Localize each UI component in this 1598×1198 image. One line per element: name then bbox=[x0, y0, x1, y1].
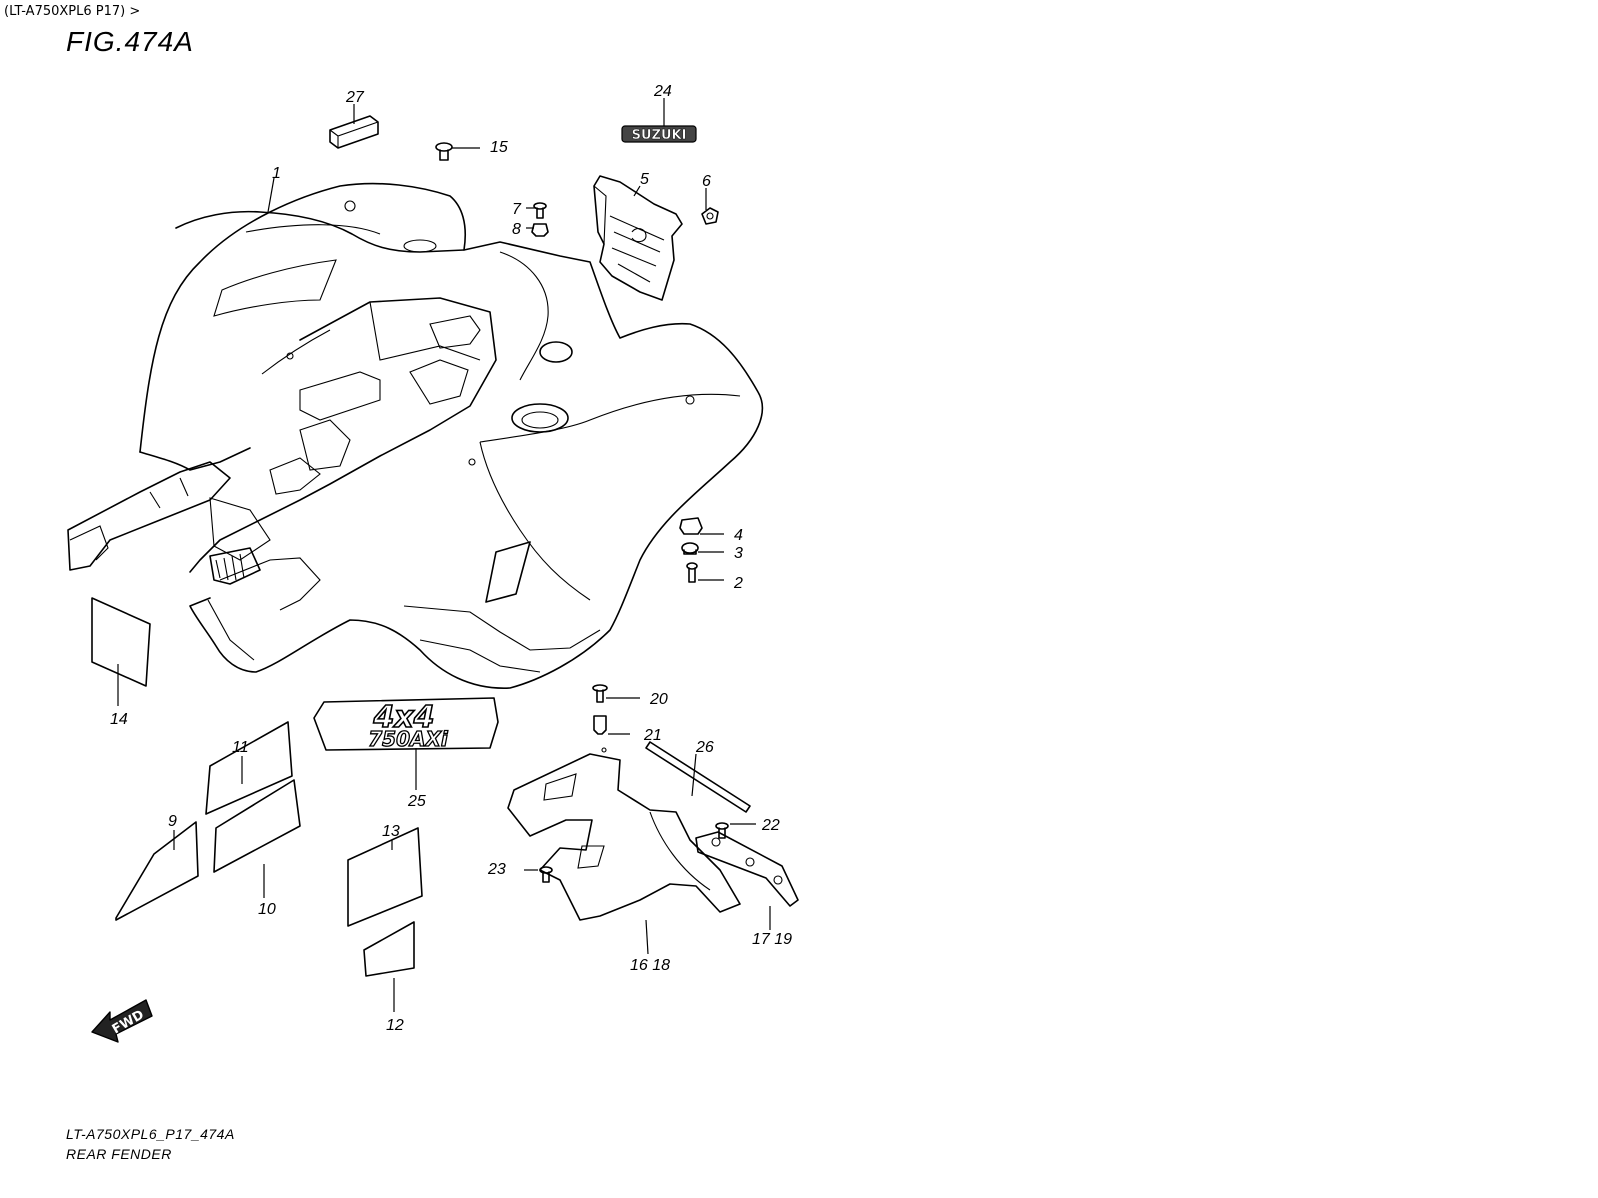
callout-23: 23 bbox=[487, 861, 506, 878]
suzuki-emblem-text: SUZUKI bbox=[632, 128, 687, 143]
part-10-label bbox=[213, 779, 301, 873]
callout-7: 7 bbox=[512, 201, 522, 218]
part-15-screw bbox=[435, 142, 453, 161]
model-emblem-bottom-text: 750AXi bbox=[368, 727, 449, 751]
footer-diagram-name: REAR FENDER bbox=[66, 1146, 172, 1162]
part-12-label bbox=[363, 921, 415, 977]
callout-9: 9 bbox=[168, 813, 177, 830]
part-5-bracket bbox=[593, 175, 683, 301]
callout-27: 27 bbox=[345, 89, 365, 106]
part-9-label bbox=[115, 821, 199, 921]
breadcrumb[interactable]: (LT-A750XPL6 P17) > bbox=[4, 4, 141, 19]
callout-13: 13 bbox=[382, 823, 400, 840]
part-23-screw bbox=[539, 866, 553, 883]
part-27-block bbox=[329, 115, 379, 149]
part-7-screw bbox=[533, 202, 547, 219]
footer-diagram-code: LT-A750XPL6_P17_474A bbox=[66, 1126, 235, 1142]
part-22-screw bbox=[715, 822, 729, 839]
callout-14: 14 bbox=[110, 711, 128, 728]
callout-12: 12 bbox=[386, 1017, 404, 1034]
part-6-nut bbox=[701, 207, 719, 225]
callout-8: 8 bbox=[512, 221, 521, 238]
model-emblem-top-text: 4x4 bbox=[372, 700, 434, 735]
part-8-grommet bbox=[531, 223, 549, 237]
callout-4: 4 bbox=[734, 527, 743, 544]
callout-21: 21 bbox=[643, 727, 662, 744]
callout-22: 22 bbox=[761, 817, 780, 834]
callout-15: 15 bbox=[490, 139, 508, 156]
leader-lines bbox=[117, 98, 771, 1012]
part-2-bolt bbox=[686, 562, 698, 583]
callout-6: 6 bbox=[702, 173, 711, 190]
part-13-label bbox=[347, 827, 423, 927]
callout-5: 5 bbox=[640, 171, 649, 188]
callout-1: 1 bbox=[272, 165, 281, 182]
part-21-collar bbox=[593, 715, 607, 735]
callout-17-19: 17 19 bbox=[752, 931, 792, 948]
callout-numbers: 27 15 1 24 5 6 7 8 4 3 2 14 20 21 26 22 … bbox=[110, 83, 792, 1034]
callout-16-18: 16 18 bbox=[630, 957, 670, 974]
callout-10: 10 bbox=[258, 901, 276, 918]
callout-11: 11 bbox=[232, 739, 249, 756]
callout-20: 20 bbox=[649, 691, 668, 708]
part-3-washer bbox=[681, 542, 699, 555]
figure-title: FIG.474A bbox=[66, 26, 194, 57]
part-11-label bbox=[205, 721, 293, 815]
callout-2: 2 bbox=[733, 575, 743, 592]
part-16-18-mud-flap bbox=[507, 747, 741, 921]
part-26-rod bbox=[645, 741, 751, 813]
callout-26: 26 bbox=[695, 739, 714, 756]
part-1-rear-fender bbox=[67, 182, 763, 689]
callout-3: 3 bbox=[734, 545, 743, 562]
part-14-label bbox=[91, 597, 151, 687]
callout-25: 25 bbox=[407, 793, 426, 810]
part-17-19-plate bbox=[695, 831, 799, 907]
fwd-arrow-icon: FWD bbox=[91, 999, 153, 1043]
callout-24: 24 bbox=[653, 83, 672, 100]
part-4-cushion bbox=[679, 517, 703, 535]
part-20-screw bbox=[592, 684, 608, 703]
part-25-model-emblem: 4x4 750AXi bbox=[313, 697, 499, 752]
part-24-suzuki-emblem: SUZUKI bbox=[621, 125, 697, 143]
